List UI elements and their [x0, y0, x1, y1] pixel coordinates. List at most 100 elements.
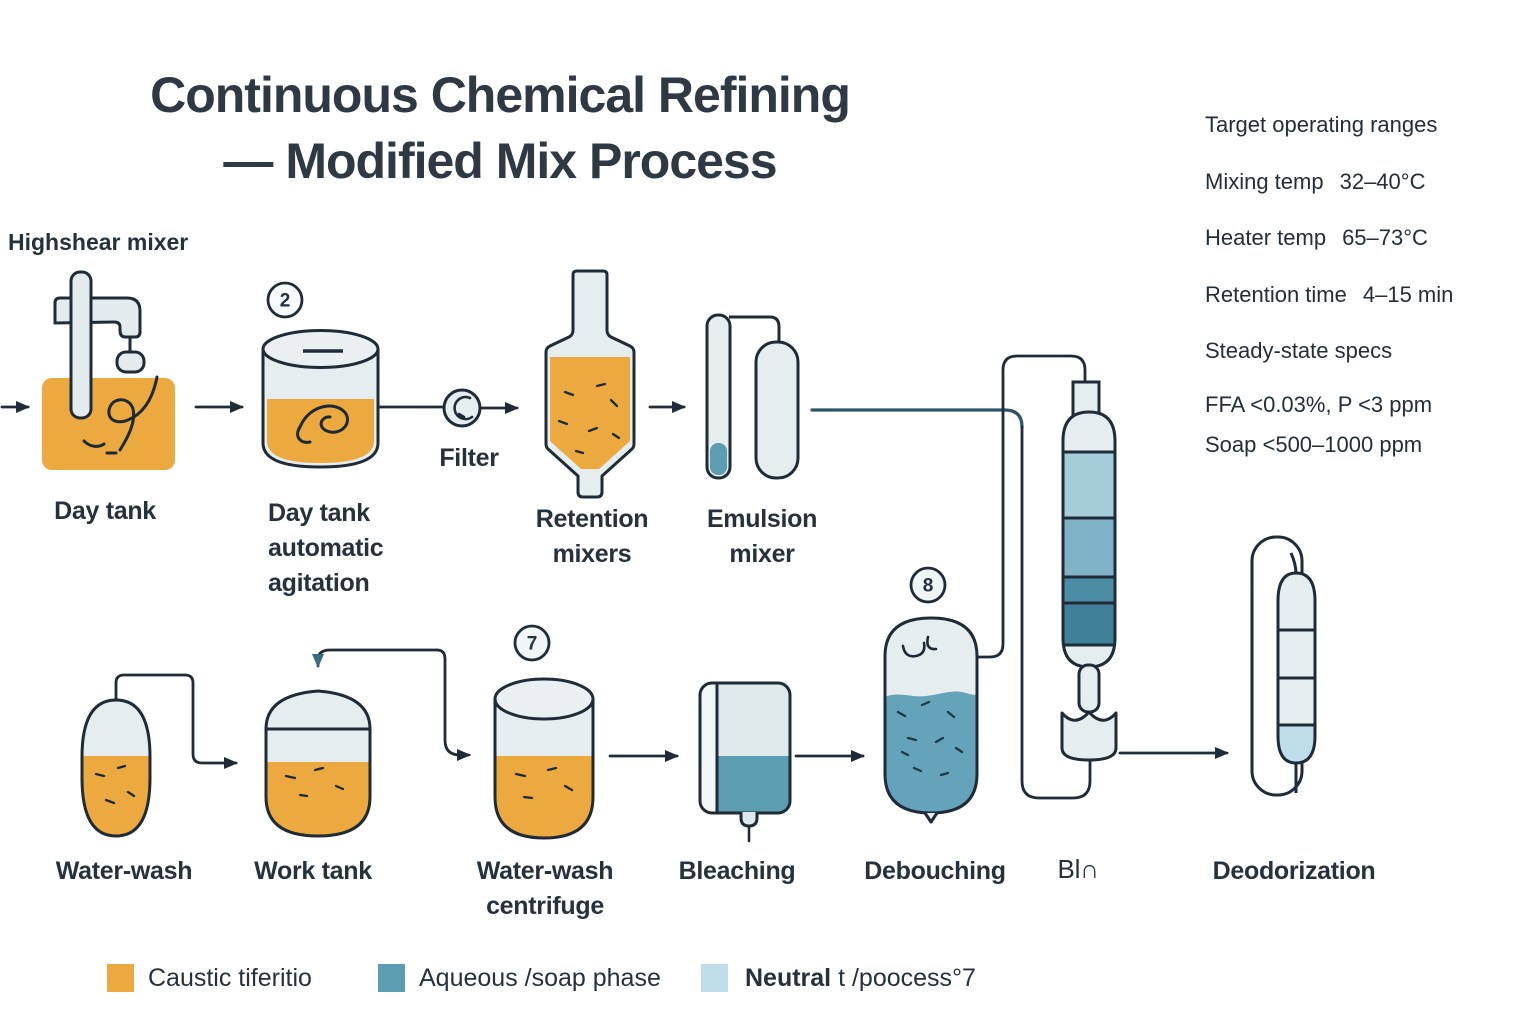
spec-soap: Soap <500–1000 ppm — [1205, 432, 1423, 457]
spec-retention-time: Retention time 4–15 min — [1205, 280, 1453, 310]
emulsion-mixer-vessel — [705, 313, 800, 480]
emulsion-right-tube — [754, 340, 800, 480]
deodorization-band-lines — [1278, 628, 1315, 727]
water-wash-particles — [94, 764, 136, 805]
spec-mixing-label: Mixing temp — [1205, 169, 1324, 194]
work-tank-particles — [284, 766, 345, 798]
pipes — [0, 354, 1229, 800]
badge-2-circle — [266, 281, 304, 319]
day-tank-2-label-l2: automatic — [268, 534, 384, 562]
column-top-neck — [1071, 380, 1101, 417]
bleaching-label: Bleaching — [678, 857, 796, 885]
centrifuge-lid — [493, 677, 595, 721]
legend-swatch-aqueous — [378, 964, 405, 992]
day-tank-1-swirl — [82, 375, 159, 455]
day-tank-2-outline — [261, 349, 380, 469]
badge-7: 7 — [526, 633, 538, 655]
badge-2: 2 — [279, 290, 291, 312]
centrifuge-vessel — [493, 677, 595, 840]
day-tank-2-swirl — [296, 404, 349, 444]
retention-label-l1: Retention — [535, 505, 649, 533]
centrifuge-outline — [493, 699, 595, 840]
centrifuge-label: Water-wash centrifuge — [476, 854, 614, 924]
bleaching-spout — [739, 812, 759, 828]
day-tank-2 — [261, 329, 380, 469]
centrifuge-label-l1: Water-wash — [476, 857, 614, 885]
mixer-head — [115, 350, 146, 374]
column-band-lines — [1063, 450, 1115, 647]
work-tank-outline — [264, 689, 372, 838]
emulsion-label-l2: mixer — [729, 540, 795, 568]
debouching-squiggle — [901, 635, 938, 658]
column-band-4 — [1063, 603, 1115, 645]
stripping-column — [1060, 380, 1118, 762]
legend-aqueous-label: Aqueous /soap phase — [419, 964, 661, 992]
specs-heading: Target operating ranges — [1205, 112, 1438, 137]
spec-heater-label: Heater temp — [1205, 225, 1327, 250]
column-receiver-cup — [1060, 710, 1118, 762]
retention-particles — [557, 382, 621, 455]
work-tank-label: Work tank — [254, 857, 372, 885]
mixer-shaft — [69, 270, 93, 420]
column-band-3 — [1063, 577, 1115, 603]
day-tank-2-label-l1: Day tank — [268, 499, 370, 527]
debouching-particles — [896, 700, 964, 777]
debouching-label: Debouching — [864, 857, 1006, 885]
emulsion-label-l1: Emulsion — [706, 505, 818, 533]
spec-retention-value: 4–15 min — [1362, 282, 1454, 307]
day-tank-2-lid — [261, 329, 380, 369]
water-wash-label: Water-wash — [55, 857, 193, 885]
highshear-mixer-label: Highshear mixer — [8, 229, 189, 255]
filter-label: Filter — [439, 444, 499, 472]
deodorization-label: Deodorization — [1212, 857, 1376, 885]
retention-liquid — [550, 357, 630, 469]
filter-crescent — [453, 395, 474, 421]
legend-neutral-label-rest: t /poocess°7 — [831, 964, 976, 992]
legend-swatch-neutral — [701, 964, 728, 992]
work-tank-vessel — [264, 689, 372, 838]
day-tank-label: Day tank — [54, 497, 156, 525]
centrifuge-liquid — [495, 756, 593, 838]
pipe-into-worktank-top — [312, 648, 439, 668]
pipe-waterwash-to-worktank — [114, 673, 238, 769]
pipe-emulsion-out — [810, 408, 1024, 429]
filter-circle — [442, 388, 482, 428]
emulsion-left-tube — [705, 313, 732, 480]
legend-neutral-label-bold: Neutral — [745, 964, 832, 992]
pipe-to-centrifuge — [435, 648, 471, 761]
page-title-line1: Continuous Chemical Refining — [150, 67, 851, 123]
deodorization-unit — [1250, 535, 1317, 797]
emulsion-left-tube-liquid — [710, 443, 727, 475]
stray-glyph-label: Bl∩ — [1057, 854, 1099, 884]
legend-swatches — [107, 964, 728, 992]
badge-8-circle — [909, 566, 947, 604]
spec-ffa: FFA <0.03%, P <3 ppm — [1205, 392, 1433, 417]
legend-caustic-label: Caustic tiferitio — [148, 964, 312, 992]
retention-label: Retention mixers — [536, 502, 649, 572]
day-tank-2-label: Day tank automatic agitation — [268, 496, 384, 601]
spec-mixing-value: 32–40°C — [1339, 169, 1426, 194]
water-wash-vessel — [80, 698, 152, 838]
page-title-line2: — Modified Mix Process — [223, 133, 777, 189]
column-outline — [1061, 410, 1117, 669]
specs-steady-heading: Steady-state specs — [1205, 338, 1393, 363]
bleaching-left-strip — [700, 683, 717, 813]
spec-heater-value: 65–73°C — [1342, 225, 1428, 250]
pipe-debouching-to-column — [975, 354, 1087, 659]
day-tank-1 — [42, 270, 175, 470]
emulsion-bridge — [729, 315, 781, 345]
centrifuge-particles — [514, 766, 574, 800]
deodorization-column — [1278, 573, 1315, 763]
debouching-outline — [883, 616, 979, 815]
emulsion-label: Emulsion mixer — [707, 502, 817, 572]
spec-mixing-temp: Mixing temp 32–40°C — [1205, 167, 1425, 197]
legend-swatch-caustic — [107, 964, 134, 992]
legend-neutral-label: Neutral t /poocess°7 — [745, 963, 976, 993]
column-bottom-neck — [1077, 663, 1101, 714]
column-band-1 — [1063, 452, 1115, 518]
spec-retention-label: Retention time — [1205, 282, 1347, 307]
pipe-emulsion-down-loop — [1020, 425, 1092, 800]
water-wash-liquid — [82, 756, 150, 836]
